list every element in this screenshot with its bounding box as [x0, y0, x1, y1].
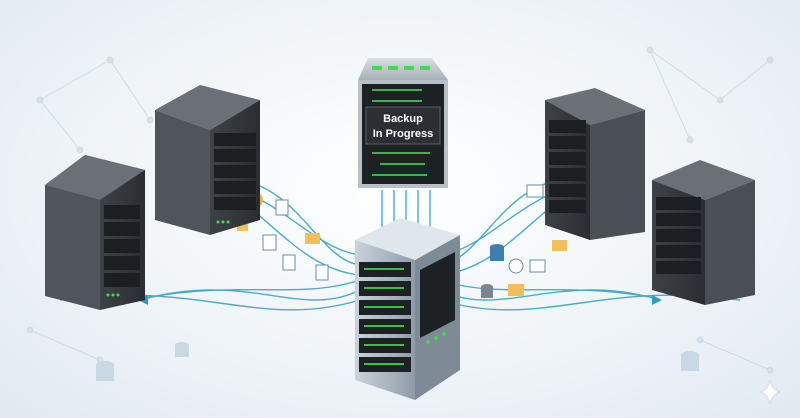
- central-server: [355, 218, 460, 400]
- backup-server: [358, 58, 448, 188]
- server-rack-right: [545, 88, 645, 240]
- backup-status-line2: In Progress: [373, 128, 434, 140]
- backup-status-line1: Backup: [383, 113, 423, 125]
- database-icon: [96, 342, 699, 381]
- server-rack-far-right: [652, 160, 755, 305]
- server-rack-far-left: [45, 155, 145, 310]
- server-rack-left: [155, 85, 260, 235]
- sparkle-icon: [759, 379, 781, 405]
